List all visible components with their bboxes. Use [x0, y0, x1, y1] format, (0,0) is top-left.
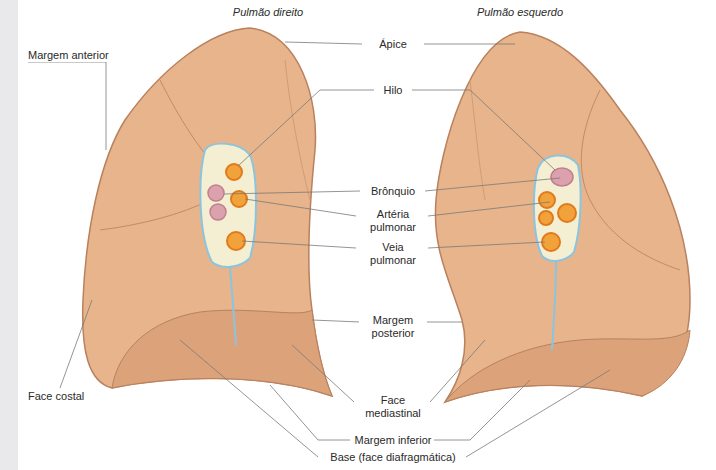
- part-label: Ápice: [377, 38, 409, 51]
- leader-lines: [28, 42, 610, 457]
- part-label: Hilo: [382, 84, 405, 97]
- lung-title: Pulmão direito: [231, 6, 305, 19]
- part-label: Veia pulmonar: [359, 241, 427, 267]
- part-label: Artéria pulmonar: [359, 208, 427, 234]
- part-label: Brônquio: [369, 185, 417, 198]
- margin-label: Margem posterior: [359, 314, 427, 340]
- face-label: Face costal: [26, 390, 86, 403]
- face-label: Base (face diafragmática): [328, 451, 457, 464]
- left-lung: [435, 32, 690, 402]
- margin-label: Margem anterior: [26, 49, 111, 62]
- face-label: Face mediastinal: [356, 394, 430, 420]
- page-edge: [0, 0, 18, 470]
- margin-label: Margem inferior: [352, 434, 433, 447]
- right-lung: [83, 28, 332, 396]
- lung-title: Pulmão esquerdo: [475, 6, 565, 19]
